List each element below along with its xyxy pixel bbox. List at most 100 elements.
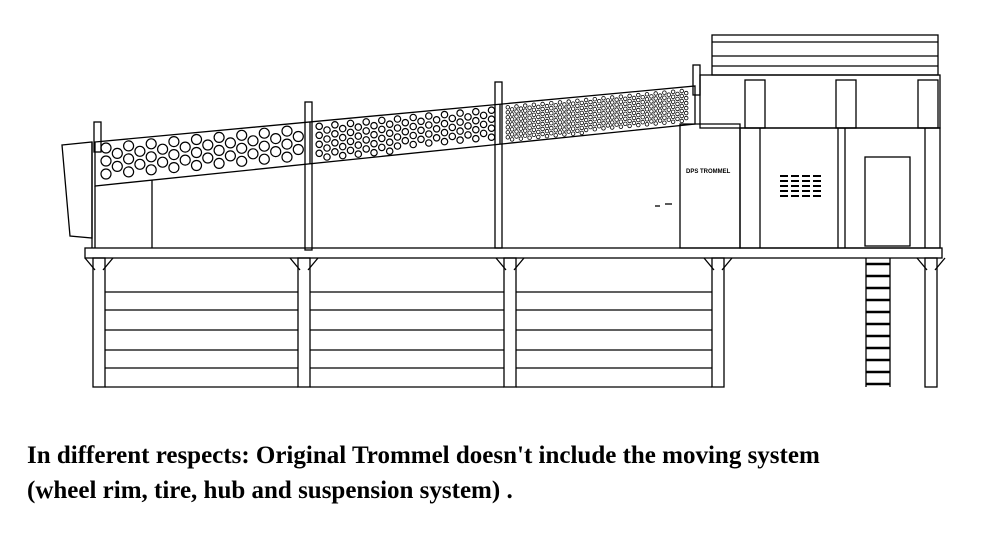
leg [297,257,311,388]
screen-hole [614,122,619,127]
screen-hole [190,133,203,146]
screen-hole [675,101,680,107]
screen-hole [377,125,386,134]
screen-hole [346,137,355,146]
screen-hole [393,124,402,132]
screen-hole [679,108,684,114]
screen-hole [315,140,324,149]
screen-hole [601,106,606,111]
screen-hole [610,100,615,105]
screen-hole [202,139,214,151]
screen-hole [514,134,519,139]
screen-hole [657,108,663,113]
screen-hole [649,119,654,124]
screen-hole [292,130,304,143]
screen-hole [579,110,584,116]
screen-hole [509,112,515,117]
screen-hole [618,99,624,104]
screen-hole [527,115,532,120]
screen-hole [518,121,524,126]
screen-hole [258,127,270,139]
screen-hole [557,110,563,115]
vent-slot [813,180,821,182]
screen-hole [653,106,658,111]
screen-hole [583,97,589,103]
screen-hole [190,146,203,159]
control-housing: DPS TROMMEL [679,123,741,249]
screen-hole [566,99,571,104]
vent-slot [802,180,810,182]
screen-hole [536,109,541,115]
screen-hole [346,146,355,155]
screen-hole [592,106,597,112]
screen-hole [592,116,597,122]
screen-hole [523,118,528,123]
screen-hole [649,94,654,99]
screen-hole [471,107,480,116]
screen-hole [644,117,650,122]
screen-hole [597,98,602,104]
screen-hole [531,132,537,137]
screen-hole [346,119,355,128]
screen-hole [614,97,619,102]
screen-hole [640,94,645,100]
vent-slot [791,190,799,192]
screen-hole [362,118,371,126]
access-ladder [865,258,891,387]
screen-hole [464,122,472,130]
screen-hole [636,117,641,123]
screen-hole [679,118,684,124]
screen-hole [583,107,589,113]
screen-hole [601,116,606,121]
screen-hole [100,168,112,180]
screen-hole [627,113,632,119]
screen-hole [531,127,537,132]
screen-hole [377,116,386,125]
screen-hole [509,107,515,112]
screen-hole [653,116,658,121]
screen-hole [653,111,658,116]
screen-hole [597,113,602,119]
vent-slot [780,195,788,197]
screen-hole [644,102,650,107]
screen-hole [627,103,632,109]
access-door [864,156,911,247]
screen-hole [544,103,550,109]
screen-hole [610,120,615,125]
screen-hole [544,118,550,124]
leg-brace [721,257,733,271]
screen-hole [536,119,541,125]
screen-hole [618,94,624,99]
deck-beam [84,247,943,259]
screen-hole [653,121,658,126]
screen-hole [145,164,157,176]
screen-hole [649,104,654,109]
screen-hole [179,154,191,166]
screen-hole [579,115,584,121]
screen-hole [662,115,667,120]
screen-hole [464,113,472,121]
screen-hole [644,92,650,97]
leg-brace [495,257,507,271]
screen-hole [471,134,480,143]
screen-hole [623,106,628,111]
screen-hole [653,101,658,106]
screen-hole [631,95,637,101]
screen-hole [323,153,331,161]
screen-hole [657,98,663,103]
screen-hole [679,113,684,119]
screen-hole [583,122,589,128]
leg-brace [916,257,928,271]
screen-hole [224,150,236,162]
leg-brace [703,257,715,271]
screen-hole [601,101,606,106]
screen-hole [557,125,563,130]
screen-hole [666,102,671,107]
screen-hole [393,142,402,150]
screen-hole [653,96,658,101]
screen-hole [527,125,532,130]
screen-hole [592,126,597,132]
screen-hole [636,107,641,113]
screen-hole [544,108,550,114]
leg-brace [307,257,319,271]
